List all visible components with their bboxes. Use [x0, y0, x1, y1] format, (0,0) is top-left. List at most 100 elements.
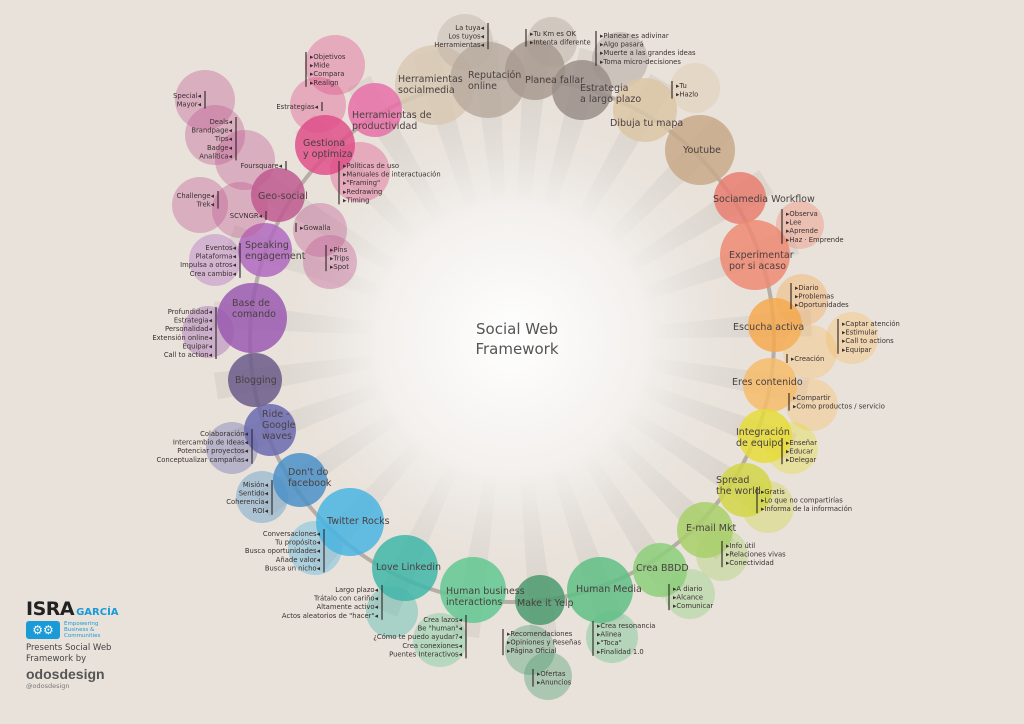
node	[348, 83, 402, 137]
sub-topic-text: Recomendaciones	[510, 630, 572, 638]
node	[366, 535, 438, 638]
sub-topic-item: ▸Anuncios	[537, 679, 572, 687]
topic-label: Love Linkedin	[376, 562, 441, 573]
topic-label: Twitter Rocks	[326, 516, 390, 527]
bullet-triangle-icon: ▸	[600, 41, 604, 49]
topic-circle	[515, 575, 565, 625]
sub-topic-text: Estimular	[845, 329, 877, 337]
sub-topic-item: ▸Muerte a las grandes ideas	[600, 49, 696, 57]
bullet-triangle-icon: ▸	[726, 551, 730, 559]
bullet-triangle-icon: ▸	[597, 648, 601, 656]
sub-topic-item: ▸Crea resonancia	[597, 622, 655, 630]
nodes	[172, 14, 878, 700]
sub-topic-item: Trek◂	[196, 201, 215, 209]
bullet-triangle-icon: ◂	[229, 127, 233, 135]
bullet-triangle-icon: ◂	[317, 547, 321, 555]
bullet-triangle-icon: ◂	[481, 41, 485, 49]
node	[738, 409, 818, 474]
sub-topic-item: Estrategias◂	[276, 103, 318, 111]
sub-topic-text: Realign	[313, 79, 338, 87]
bullet-triangle-icon: ▸	[310, 79, 314, 87]
sub-topic-item: Impulsa a otros◂	[180, 261, 237, 269]
node	[743, 312, 878, 431]
bullet-triangle-icon: ◂	[209, 342, 213, 350]
bullet-triangle-icon: ▸	[842, 320, 846, 328]
sub-topic-item: Los tuyos◂	[448, 33, 484, 41]
sub-topic-circle	[783, 325, 837, 379]
topic-circle	[372, 535, 438, 601]
bullet-triangle-icon: ▸	[343, 188, 347, 196]
bullet-triangle-icon: ◂	[209, 351, 213, 359]
designer-name: odosdesign	[26, 666, 105, 682]
sub-topic-text: Opiniones y Reseñas	[510, 639, 581, 647]
sub-topic-item: ▸Hazlo	[676, 91, 698, 99]
sub-topic-item: Crea lazos◂	[423, 616, 462, 624]
sub-topic-item: ▸Estimular	[842, 329, 878, 337]
sub-topic-item: ▸Trips	[330, 255, 350, 263]
sub-topic-item: ▸Compartir	[793, 394, 831, 402]
bullet-triangle-icon: ◂	[459, 616, 463, 624]
sub-topic-text: Special	[173, 92, 198, 100]
sub-topic-text: Gratis	[764, 488, 785, 496]
sub-topic-item: ▸Problemas	[795, 293, 834, 301]
sub-topic-item: Analítica◂	[199, 152, 232, 160]
bullet-triangle-icon: ◂	[233, 244, 237, 252]
sub-topic-item: Actos aleatorios de "hacer"◂	[282, 612, 379, 620]
sub-topic-text: Redrawing	[346, 188, 382, 196]
bullet-triangle-icon: ◂	[459, 633, 463, 641]
sub-topic-item: Busca oportunidades◂	[245, 547, 321, 555]
sub-topic-text: Estrategias	[276, 103, 315, 111]
bullet-triangle-icon: ▸	[330, 255, 334, 263]
sub-topic-item: Intercambio de Ideas◂	[173, 439, 249, 447]
bullet-triangle-icon: ◂	[209, 308, 213, 316]
sub-topic-text: Call to action	[164, 351, 209, 359]
sub-topic-item: Estrategia◂	[174, 317, 213, 325]
node-text: Don't dofacebookMisión◂Sentido◂Coherenci…	[226, 467, 332, 515]
sub-topic-text: Info útil	[729, 542, 755, 550]
node-text: Human Media▸Crea resonancia▸Alinea▸"Toca…	[576, 584, 655, 656]
sub-topic-item: Tu propósito◂	[274, 539, 320, 547]
bullet-triangle-icon: ▸	[310, 53, 314, 61]
sub-topic-item: ▸Alinea	[597, 631, 622, 639]
sub-topic-text: Trátalo con cariño	[313, 595, 375, 603]
bullet-triangle-icon: ▸	[676, 91, 680, 99]
bullet-triangle-icon: ▸	[793, 403, 797, 411]
sub-topic-text: Crea cambio	[190, 270, 233, 278]
sub-topic-text: Badge	[207, 144, 229, 152]
sub-topic-text: Educar	[789, 448, 813, 456]
node	[665, 115, 735, 185]
sub-topic-text: Página Oficial	[510, 647, 556, 655]
sub-topic-circle	[524, 652, 572, 700]
sub-topic-item: ▸Finalidad 1.0	[597, 648, 644, 656]
sub-topic-text: Añade valor	[276, 556, 317, 564]
sub-topic-text: Anuncios	[540, 679, 571, 687]
bullet-triangle-icon: ▸	[343, 162, 347, 170]
sub-topic-text: Crea resonancia	[600, 622, 655, 630]
sub-topic-item: Eventos◂	[205, 244, 236, 252]
bullet-triangle-icon: ▸	[300, 224, 304, 232]
sub-topic-text: Toma micro-decisiones	[602, 58, 681, 66]
bullet-triangle-icon: ▸	[761, 488, 765, 496]
topic-circle	[718, 463, 772, 517]
sub-topic-text: Alinea	[600, 631, 621, 639]
bullet-triangle-icon: ▸	[726, 559, 730, 567]
bullet-triangle-icon: ◂	[459, 642, 463, 650]
sub-topic-item: Herramientas◂	[434, 41, 484, 49]
sub-topic-item: Mayor◂	[177, 101, 202, 109]
sub-topic-item: Conversaciones◂	[263, 530, 321, 538]
node	[714, 172, 766, 224]
sub-topic-text: Trek	[196, 201, 211, 209]
sub-topic-text: SCVNGR	[230, 212, 259, 220]
node	[288, 488, 384, 575]
node-text: Base decomandoProfundidad◂Estrategia◂Per…	[152, 298, 276, 359]
sub-topic-text: Mide	[313, 62, 329, 70]
sub-topic-item: SCVNGR◂	[230, 212, 263, 220]
bullet-triangle-icon: ◂	[265, 498, 269, 506]
topic-circle	[348, 83, 402, 137]
topic-label: Base de	[232, 298, 270, 309]
sub-topic-text: Intenta diferente	[533, 39, 590, 47]
topic-label: Escucha activa	[733, 322, 804, 333]
